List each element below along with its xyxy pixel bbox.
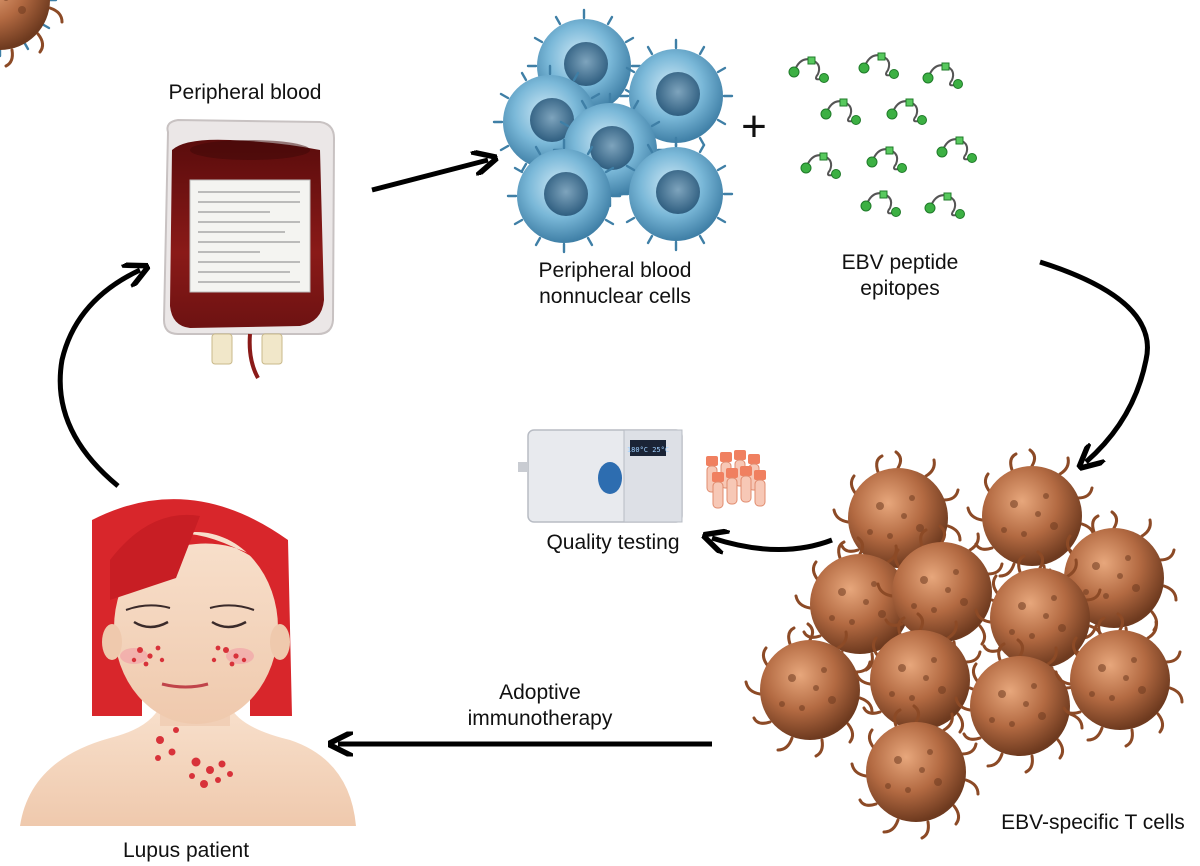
incubator-icon: 180°C 25°C (518, 429, 683, 523)
adoptive-line-1: Adoptive (499, 681, 581, 704)
ebv-epitopes-line-1: EBV peptide (841, 251, 959, 274)
arrow-patient-to-blood (57, 270, 140, 488)
ebv-epitopes-line-2: epitopes (860, 277, 940, 300)
pbnc-label: Peripheral blood nonnuclear cells (520, 258, 710, 310)
pbnc-cells-icon (0, 0, 734, 254)
lupus-patient-label: Lupus patient (122, 839, 250, 862)
peptide-epitopes-icon (7, 0, 978, 220)
adoptive-immunotherapy-label: Adoptive immunotherapy (450, 680, 630, 732)
arrow-tcells-to-quality (712, 538, 833, 550)
svg-text:180°C 25°C: 180°C 25°C (627, 446, 669, 454)
blood-bag-icon (162, 118, 336, 379)
arrow-epitopes-to-tcells (1039, 259, 1150, 462)
plus-sign: + (741, 102, 767, 151)
adoptive-line-2: immunotherapy (467, 707, 613, 730)
patient-icon (20, 499, 356, 826)
ebv-epitopes-label: EBV peptide epitopes (810, 250, 990, 302)
arrow-blood-to-cells (371, 160, 488, 193)
pbnc-label-line-2: nonnuclear cells (539, 285, 691, 308)
quality-testing-label: Quality testing (546, 531, 680, 554)
pbnc-label-line-1: Peripheral blood (538, 259, 692, 282)
ebv-t-cells-label: EBV-specific T cells (1001, 811, 1185, 834)
t-cells-icon (0, 0, 1184, 840)
peripheral-blood-label: Peripheral blood (168, 81, 322, 104)
